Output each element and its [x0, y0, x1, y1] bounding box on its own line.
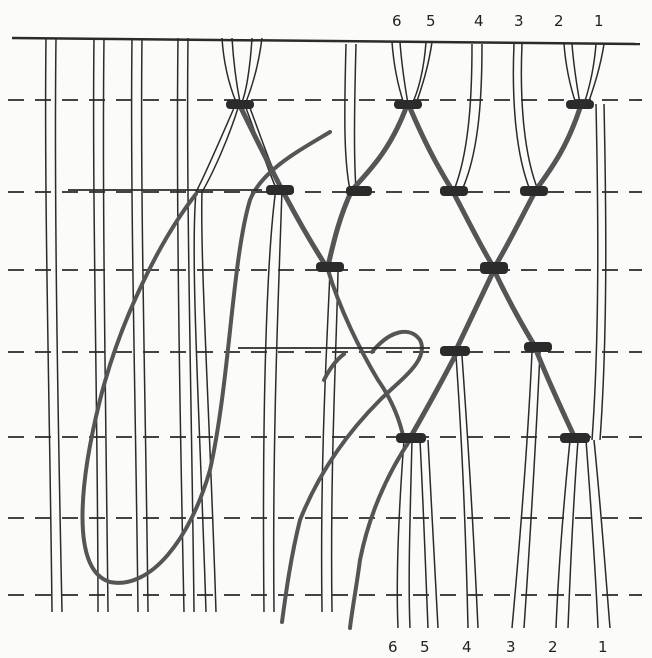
top-label-2: 2 — [554, 12, 564, 30]
bottom-label-4: 4 — [462, 638, 472, 656]
second-group-cords — [194, 38, 282, 612]
left-cords — [46, 38, 194, 612]
top-label-4: 4 — [474, 12, 484, 30]
middle-working-cords — [282, 270, 422, 628]
bottom-number-labels: 6 5 4 3 2 1 — [388, 638, 608, 656]
bottom-label-6: 6 — [388, 638, 398, 656]
top-number-labels: 6 5 4 3 2 1 — [392, 12, 604, 30]
bottom-label-5: 5 — [420, 638, 430, 656]
top-label-5: 5 — [426, 12, 436, 30]
holding-lines — [68, 190, 430, 348]
mounting-cord — [12, 38, 640, 44]
top-label-3: 3 — [514, 12, 524, 30]
bottom-label-1: 1 — [598, 638, 608, 656]
bottom-label-2: 2 — [548, 638, 558, 656]
top-label-1: 1 — [594, 12, 604, 30]
top-label-6: 6 — [392, 12, 402, 30]
bottom-label-3: 3 — [506, 638, 516, 656]
